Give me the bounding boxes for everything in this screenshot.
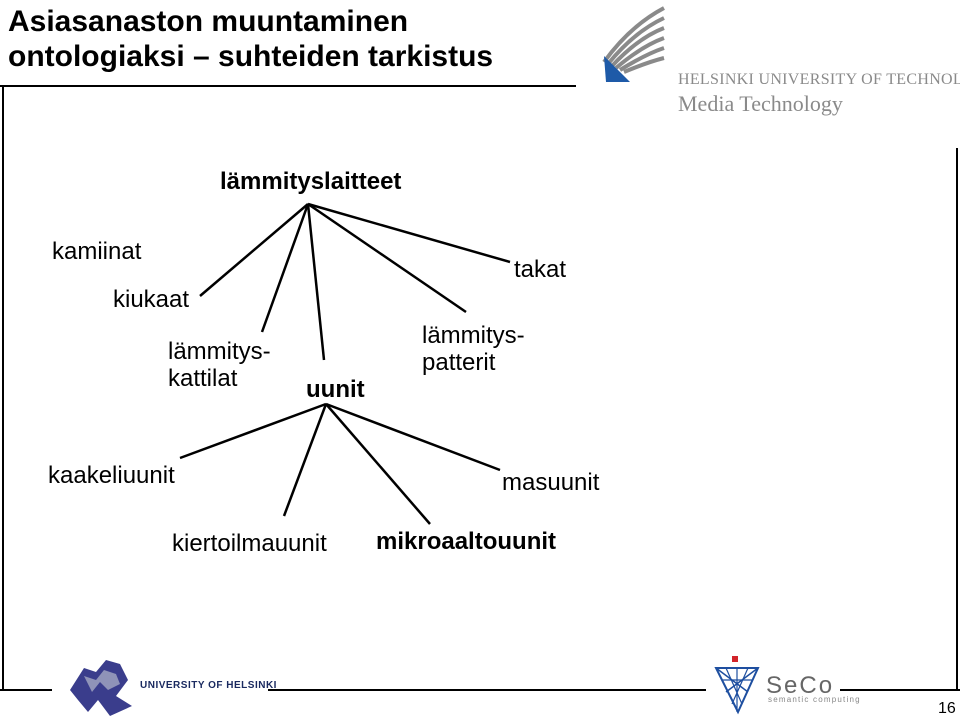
edge-uunit-kiertoilmauunit <box>282 403 328 517</box>
hut-logo-line1: HELSINKI UNIVERSITY OF TECHNOLOGY <box>678 71 960 88</box>
seco-logo-icon <box>714 656 760 715</box>
node-lammityspatterit: lämmitys- patterit <box>422 322 525 376</box>
node-lammityskattilat: lämmitys- kattilat <box>168 338 271 392</box>
edge-root-lammityskattilat <box>260 203 310 333</box>
node-lammityspatterit-line1: lämmitys- <box>422 322 525 349</box>
edge-root-kiukaat <box>199 203 309 297</box>
helsinki-logo-text: UNIVERSITY OF HELSINKI <box>140 680 277 691</box>
node-lammityskattilat-line2: kattilat <box>168 365 238 392</box>
node-lammityskattilat-line1: lämmitys- <box>168 338 271 365</box>
edge-root-lammityspatterit <box>307 202 467 314</box>
hut-logo-line2: Media Technology <box>678 91 843 116</box>
node-uunit: uunit <box>306 376 365 403</box>
hut-logo-icon <box>602 6 665 82</box>
node-kaakeliuunit: kaakeliuunit <box>48 462 175 489</box>
node-kiertoilmauunit: kiertoilmauunit <box>172 530 327 557</box>
node-kiukaat: kiukaat <box>113 286 190 313</box>
seco-logo-text: SeCo <box>766 672 835 699</box>
node-kamiinat: kamiinat <box>52 238 142 265</box>
slide-title-line2: ontologiaksi – suhteiden tarkistus <box>8 40 494 73</box>
edge-uunit-masuunit <box>325 402 501 472</box>
edge-uunit-mikroaaltouunit <box>325 403 431 525</box>
node-lammityspatterit-line2: patterit <box>422 349 496 376</box>
node-mikroaaltouunit: mikroaaltouunit <box>376 528 557 555</box>
slide-title-line1: Asiasanaston muuntaminen <box>8 5 409 38</box>
edge-root-uunit <box>306 203 326 361</box>
node-masuunit: masuunit <box>502 469 600 496</box>
slide-title: Asiasanaston muuntaminen ontologiaksi – … <box>8 4 493 74</box>
edge-root-takat <box>307 202 511 264</box>
helsinki-logo-icon <box>70 660 132 716</box>
page-number: 16 <box>938 700 956 717</box>
node-takat: takat <box>514 256 567 283</box>
hut-logo-text: HELSINKI UNIVERSITY OF TECHNOLOGY Media … <box>678 71 960 117</box>
node-lammityslaitteet: lämmityslaitteet <box>220 168 402 195</box>
edge-uunit-kaakeliuunit <box>179 402 327 460</box>
seco-logo-subtitle: semantic computing <box>768 695 861 704</box>
